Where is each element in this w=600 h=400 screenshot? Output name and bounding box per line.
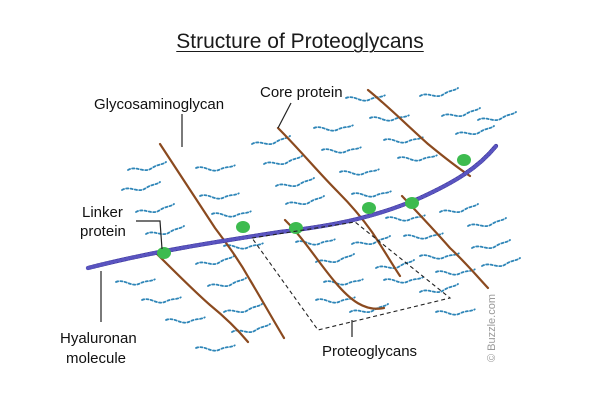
diagram-title: Structure of Proteoglycans: [176, 30, 424, 53]
gag-chain: [351, 190, 392, 198]
label-hyaluronan-line1: Hyaluronan: [60, 330, 137, 347]
gag-chain: [369, 114, 410, 122]
gag-chain: [121, 181, 161, 192]
linker-proteins: [157, 154, 471, 259]
gag-chain: [477, 111, 517, 122]
gag-chain: [141, 296, 182, 304]
gag-chain: [419, 87, 459, 98]
gag-chain: [419, 283, 459, 294]
gag-chain: [115, 278, 156, 286]
gag-chain: [195, 164, 236, 172]
gag-chain: [455, 125, 495, 136]
linker-protein-3: [289, 222, 303, 234]
label-proteoglycans: Proteoglycans: [322, 343, 418, 360]
gag-chain: [207, 277, 247, 288]
gag-chain: [351, 235, 391, 246]
core-proteins: [153, 88, 490, 344]
gag-chain: [385, 214, 426, 222]
core-protein-4: [366, 88, 472, 178]
gag-chain: [211, 210, 252, 218]
proteoglycan-outline: [251, 221, 452, 331]
gag-chain: [263, 155, 303, 166]
gag-chain: [471, 239, 511, 250]
core-protein-5: [400, 194, 490, 290]
linker-protein-1: [157, 247, 171, 259]
core-protein-3: [283, 218, 386, 310]
leader-lines: [100, 102, 353, 337]
label-hyaluronan-line2: molecule: [66, 350, 127, 367]
gag-chain: [349, 303, 389, 314]
gag-chain: [419, 252, 460, 260]
gag-chain: [165, 316, 206, 324]
hyaluronan-backbone: [85, 143, 499, 271]
gag-chain: [223, 303, 263, 314]
gag-chain: [315, 296, 356, 304]
gag-chain: [323, 278, 364, 286]
gag-chain: [383, 136, 424, 144]
gag-chain: [375, 259, 415, 270]
gag-chain: [467, 217, 507, 228]
gag-chain: [195, 344, 236, 352]
gag-chain: [135, 203, 175, 214]
gag-chain: [339, 168, 380, 176]
gag-chain: [223, 242, 264, 250]
gag-chain: [397, 154, 438, 162]
gag-chain: [435, 308, 476, 316]
label-glycosaminoglycan: Glycosaminoglycan: [94, 96, 225, 113]
gag-chain: [251, 135, 291, 146]
gag-chain: [313, 124, 354, 132]
gag-chain: [285, 195, 325, 206]
gag-chains: [115, 87, 521, 352]
leader-core-protein: [277, 102, 292, 129]
leader-linker: [136, 220, 163, 250]
hyaluronan-backbone-beads: [86, 144, 498, 270]
label-core-protein: Core protein: [260, 84, 343, 101]
gag-chain: [345, 94, 386, 102]
gag-chain: [321, 146, 362, 154]
gag-chain: [127, 161, 167, 172]
core-protein-2: [276, 126, 402, 278]
gag-chain: [439, 203, 479, 214]
gag-chain: [383, 276, 424, 284]
core-protein-1: [158, 142, 286, 340]
gag-chain: [275, 177, 315, 188]
gag-chain: [441, 107, 481, 118]
linker-protein-5: [405, 197, 419, 209]
gag-chain: [145, 225, 185, 236]
label-linker-line1: Linker: [82, 204, 123, 221]
watermark: © Buzzle.com: [486, 293, 498, 362]
core-protein-6: [153, 250, 250, 344]
gag-chain: [195, 255, 235, 266]
gag-chain: [199, 192, 240, 200]
gag-chain: [481, 257, 521, 268]
linker-protein-6: [457, 154, 471, 166]
gag-chain: [315, 253, 355, 264]
linker-protein-2: [236, 221, 250, 233]
linker-protein-4: [362, 202, 376, 214]
label-linker-line2: protein: [80, 223, 126, 240]
